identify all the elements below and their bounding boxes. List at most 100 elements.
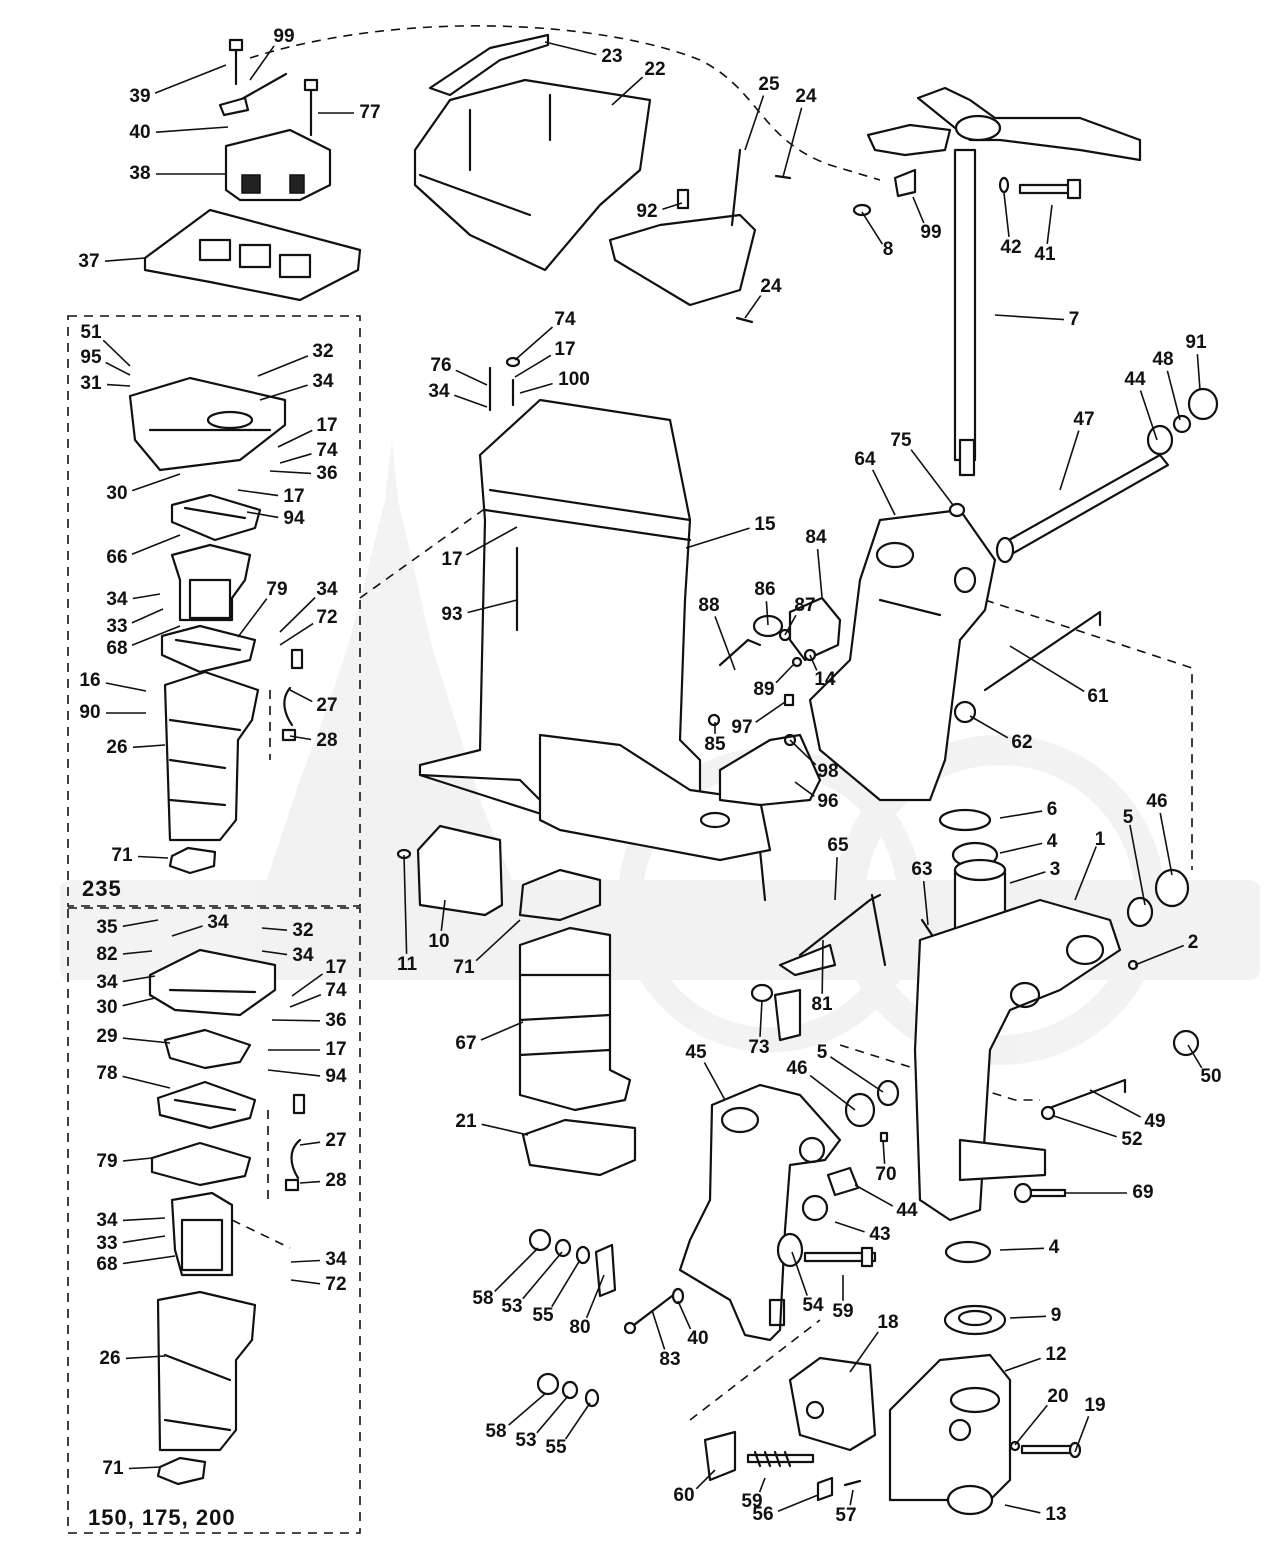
part-5-bushing — [876, 896, 1154, 1107]
leader-45 — [703, 1062, 726, 1101]
callout-42: 42 — [1000, 237, 1021, 258]
leader-34 — [279, 596, 316, 633]
part-78-reed-block — [156, 1080, 257, 1130]
callout-9: 9 — [1051, 1305, 1062, 1326]
leader-19 — [1074, 1416, 1090, 1453]
part-45-stern-bracket — [678, 1083, 842, 1342]
callout-60: 60 — [673, 1485, 694, 1506]
leader-34 — [171, 925, 203, 937]
part-59-bolt-b — [746, 1450, 815, 1468]
part-44-43-nut — [801, 1166, 860, 1222]
part-70-pin — [879, 1131, 889, 1143]
leader-71 — [128, 1466, 161, 1470]
callout-28: 28 — [316, 730, 337, 751]
part-9-seal — [943, 1304, 1007, 1336]
leader-57 — [849, 1489, 854, 1506]
leader-60 — [695, 1469, 716, 1490]
leader-62 — [969, 715, 1009, 739]
callout-94: 94 — [325, 1066, 347, 1087]
callout-17: 17 — [554, 339, 575, 360]
leader-36 — [269, 470, 312, 475]
callout-26: 26 — [106, 737, 127, 758]
part-87-89-14-small-parts — [778, 628, 817, 668]
assembly-line-bracket — [984, 599, 1193, 870]
part-26-exhaust-housing — [163, 670, 260, 842]
callout-89: 89 — [753, 679, 774, 700]
callout-86: 86 — [754, 579, 775, 600]
leader-18 — [849, 1331, 879, 1373]
leader-3 — [1009, 871, 1046, 884]
part-71-gasket-b — [518, 868, 602, 922]
callout-7: 7 — [1069, 309, 1080, 330]
callout-81: 81 — [811, 994, 833, 1015]
leader-46 — [809, 1074, 856, 1111]
callout-52: 52 — [1121, 1129, 1142, 1150]
callout-6: 6 — [1047, 799, 1058, 820]
assembly-line-throttle — [249, 25, 881, 181]
leader-72 — [279, 622, 314, 646]
part-41-bolt — [1018, 178, 1082, 200]
part-85-nut — [707, 713, 721, 727]
callout-71: 71 — [111, 845, 133, 866]
leader-15 — [685, 527, 750, 549]
leader-61 — [1009, 645, 1085, 693]
callout-74: 74 — [325, 980, 347, 1001]
part-65-81-lever — [773, 893, 887, 1042]
part-71-gasket-c — [156, 1456, 207, 1486]
leader-91 — [1196, 354, 1201, 391]
callout-45: 45 — [685, 1042, 707, 1063]
part-58-53-55-bushings-b — [536, 1372, 600, 1408]
model-label-235: 235 — [82, 876, 122, 901]
part-61-tube — [983, 610, 1102, 692]
part-30-adapter-plate-b — [148, 948, 277, 1017]
leader-98 — [789, 739, 817, 766]
callout-17: 17 — [441, 549, 462, 570]
callout-28: 28 — [325, 1170, 346, 1191]
leader-14 — [809, 654, 818, 671]
part-4-bearing-b — [944, 1240, 992, 1264]
part-25-latch — [608, 148, 757, 307]
leader-34 — [132, 593, 161, 600]
leader-52 — [1053, 1115, 1117, 1138]
leader-83 — [651, 1309, 666, 1350]
callout-34: 34 — [106, 589, 128, 610]
callout-30: 30 — [106, 483, 127, 504]
part-6-washer — [938, 808, 992, 832]
callout-90: 90 — [79, 702, 100, 723]
leader-71 — [475, 919, 521, 962]
part-60-bracket — [703, 1430, 737, 1482]
leader-26 — [125, 1355, 166, 1360]
callout-79: 79 — [96, 1151, 117, 1172]
callout-71: 71 — [453, 957, 475, 978]
callout-72: 72 — [325, 1274, 346, 1295]
callout-18: 18 — [877, 1312, 898, 1333]
callout-24: 24 — [760, 276, 782, 297]
callout-77: 77 — [359, 102, 380, 123]
callout-17: 17 — [283, 486, 304, 507]
leader-32 — [257, 355, 309, 377]
callout-99: 99 — [273, 26, 294, 47]
leader-63 — [922, 881, 929, 926]
leader-5 — [829, 1056, 884, 1093]
callout-51: 51 — [80, 322, 102, 343]
leader-34 — [454, 394, 488, 408]
callout-33: 33 — [96, 1233, 117, 1254]
callout-76: 76 — [430, 355, 451, 376]
part-29-plate — [163, 1028, 252, 1070]
callout-17: 17 — [316, 415, 337, 436]
leader-89 — [775, 664, 794, 684]
callout-41: 41 — [1034, 244, 1056, 265]
callout-69: 69 — [1132, 1182, 1153, 1203]
part-26-exhaust-housing-b — [156, 1290, 257, 1452]
callout-53: 53 — [501, 1296, 522, 1317]
part-21-gasket — [521, 1118, 637, 1177]
callout-59: 59 — [741, 1491, 762, 1512]
leader-74 — [279, 453, 312, 464]
leader-65 — [834, 857, 838, 901]
part-39-screw — [228, 38, 244, 86]
leader-30 — [131, 473, 181, 492]
callout-59: 59 — [832, 1301, 853, 1322]
leader-33 — [122, 1235, 166, 1244]
leader-23 — [544, 41, 597, 56]
